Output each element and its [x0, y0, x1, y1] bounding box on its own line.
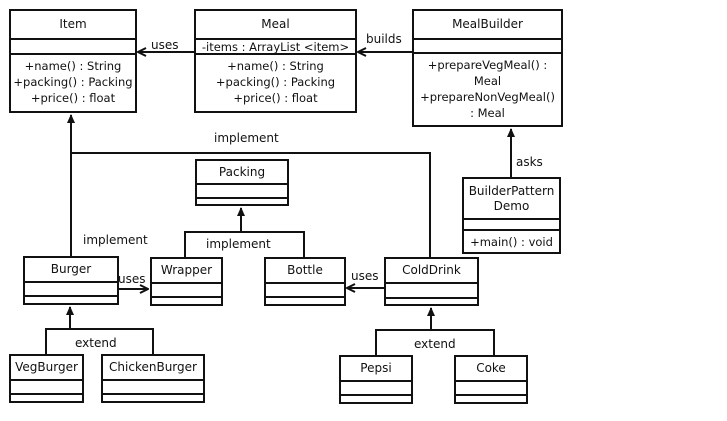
class-operations: +main() : void	[464, 231, 559, 252]
operation: +name() : String	[227, 59, 324, 73]
colddrink-extend-bracket	[375, 329, 495, 355]
class-name-line: BuilderPattern	[468, 183, 555, 198]
packing-implement-bracket	[184, 231, 305, 258]
class-name: MealBuilder	[414, 11, 561, 40]
class-operations	[103, 395, 203, 401]
class-meal-builder: MealBuilder +prepareVegMeal() : Meal +pr…	[412, 9, 563, 127]
class-operations: +name() : String +packing() : Packing +p…	[196, 55, 355, 111]
class-attributes	[414, 40, 561, 54]
class-name: BuilderPattern Demo	[464, 179, 559, 220]
class-name: ChickenBurger	[103, 356, 203, 381]
class-chicken-burger: ChickenBurger	[101, 354, 205, 403]
class-operations	[152, 298, 221, 304]
operation: +packing() : Packing	[215, 75, 336, 89]
operation: : Meal	[470, 106, 505, 120]
operation: +packing() : Packing	[13, 75, 133, 89]
operation: +name() : String	[24, 59, 122, 73]
class-bottle: Bottle	[264, 257, 346, 306]
operation: +prepareNonVegMeal()	[420, 90, 555, 104]
class-attributes	[386, 284, 477, 299]
class-name: Wrapper	[152, 259, 221, 284]
burger-extend-bracket	[45, 328, 154, 354]
label-implement-packing: implement	[206, 237, 271, 251]
class-operations	[456, 396, 526, 402]
class-attributes	[197, 185, 287, 199]
class-name: Burger	[25, 258, 117, 283]
class-attributes	[152, 284, 221, 298]
label-implement-burger: implement	[83, 233, 148, 247]
class-attributes	[266, 284, 344, 298]
label-extend-burger: extend	[75, 336, 117, 350]
class-cold-drink: ColdDrink	[384, 257, 479, 306]
class-operations	[341, 396, 411, 402]
operation: +main() : void	[470, 235, 553, 249]
class-name: Bottle	[266, 259, 344, 284]
label-implement-item: implement	[214, 131, 279, 145]
operation: Meal	[473, 74, 502, 88]
class-operations	[197, 199, 287, 204]
colddrink-implements-item-line	[71, 152, 431, 257]
class-attributes: -items : ArrayList <item>	[196, 40, 355, 55]
class-name: VegBurger	[11, 356, 82, 381]
class-operations: +name() : String +packing() : Packing +p…	[11, 55, 135, 111]
class-name: Packing	[197, 161, 287, 185]
operation: +price() : float	[233, 91, 318, 105]
class-packing: Packing	[195, 159, 289, 206]
operation: +price() : float	[30, 91, 116, 105]
class-attributes	[341, 382, 411, 396]
class-builder-pattern-demo: BuilderPattern Demo +main() : void	[462, 177, 561, 254]
label-uses-bottle: uses	[351, 269, 379, 283]
class-attributes	[464, 220, 559, 231]
label-uses-item: uses	[151, 38, 179, 52]
class-name: Item	[11, 11, 135, 40]
label-extend-colddrink: extend	[414, 337, 456, 351]
class-name: Pepsi	[341, 357, 411, 382]
class-operations: +prepareVegMeal() : Meal +prepareNonVegM…	[414, 54, 561, 125]
class-name-line: Demo	[493, 198, 530, 213]
class-item: Item +name() : String +packing() : Packi…	[9, 9, 137, 113]
operation: +prepareVegMeal() :	[427, 58, 548, 72]
class-operations	[11, 395, 82, 401]
label-asks: asks	[516, 155, 543, 169]
class-name: Coke	[456, 357, 526, 382]
class-name: Meal	[196, 11, 355, 40]
class-wrapper: Wrapper	[150, 257, 223, 306]
class-operations	[25, 297, 117, 303]
class-meal: Meal -items : ArrayList <item> +name() :…	[194, 9, 357, 113]
label-builds: builds	[366, 32, 402, 46]
class-coke: Coke	[454, 355, 528, 404]
class-attributes	[456, 382, 526, 396]
class-operations	[266, 298, 344, 304]
class-attributes	[103, 381, 203, 395]
label-uses-wrapper: uses	[118, 272, 146, 286]
class-attributes	[25, 283, 117, 297]
class-attributes	[11, 381, 82, 395]
class-veg-burger: VegBurger	[9, 354, 84, 403]
class-attributes	[11, 40, 135, 55]
class-pepsi: Pepsi	[339, 355, 413, 404]
class-burger: Burger	[23, 256, 119, 305]
class-name: ColdDrink	[386, 259, 477, 284]
class-operations	[386, 299, 477, 304]
